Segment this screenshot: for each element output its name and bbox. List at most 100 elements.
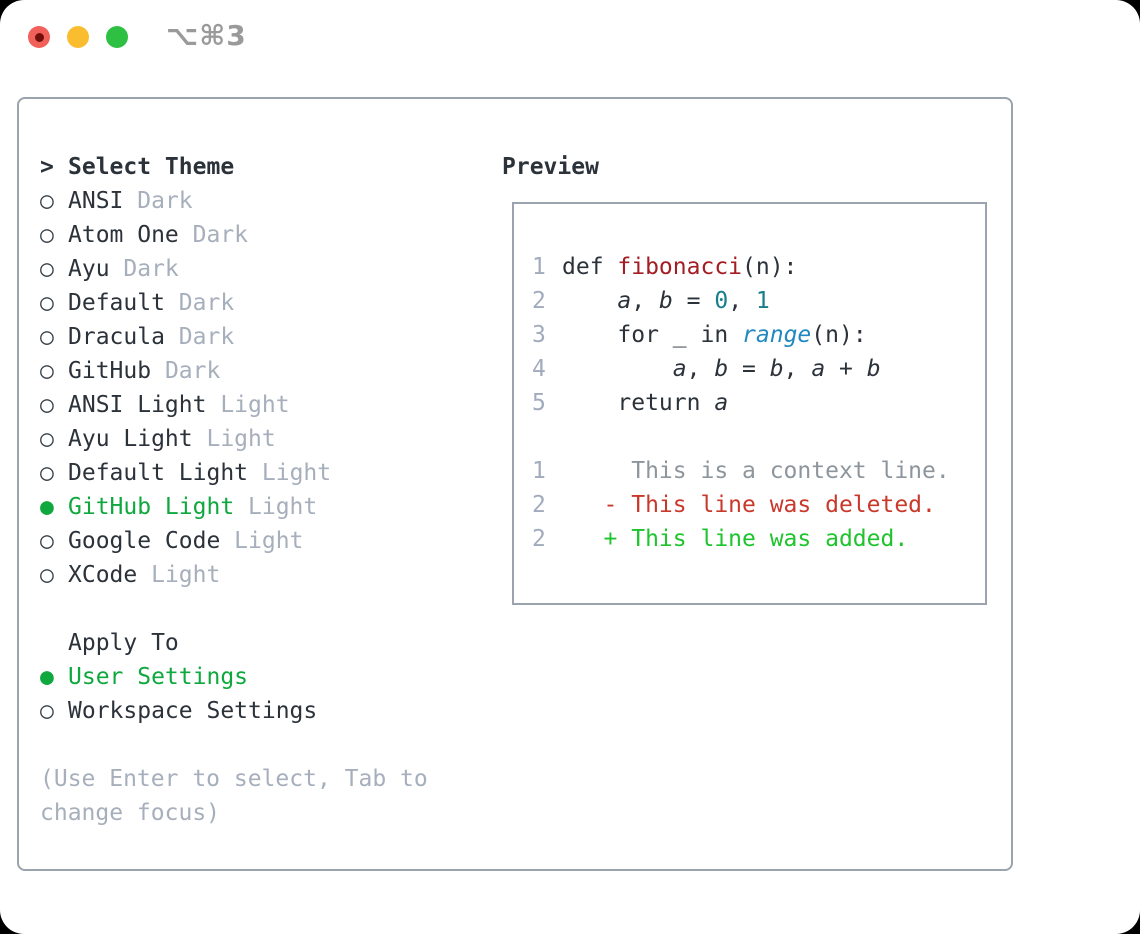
radio-icon: ○	[40, 460, 54, 486]
hint-line-1: (Use Enter to select, Tab to	[40, 766, 428, 792]
code-line: 2 - This line was deleted.	[532, 488, 985, 522]
hint-line-2: change focus)	[40, 800, 221, 826]
code-token: fibonacci	[617, 254, 743, 280]
code-token: a	[617, 288, 632, 314]
code-line	[532, 420, 985, 454]
code-token: ,	[783, 356, 812, 382]
code-token: b	[769, 356, 784, 382]
left-column: >Select Theme ○ANSI Dark○Atom One Dark○A…	[40, 150, 485, 830]
theme-option-label: Default	[68, 290, 179, 316]
radio-selected-icon: ●	[40, 494, 54, 520]
theme-option-ansi-light[interactable]: ○ ANSI Light Light	[40, 388, 485, 422]
theme-variant-badge: Dark	[164, 358, 221, 384]
theme-variant-badge: Dark	[123, 256, 179, 282]
code-token	[562, 322, 617, 348]
code-token: b	[714, 356, 729, 382]
radio-icon: ○	[40, 426, 54, 452]
titlebar[interactable]: ⌥⌘3	[0, 0, 1140, 72]
minimize-icon[interactable]	[67, 26, 89, 48]
theme-option-label: ANSI Light	[68, 392, 221, 418]
code-token: + This line was added.	[562, 526, 909, 552]
radio-icon: ○	[40, 324, 54, 350]
traffic-lights	[28, 26, 128, 48]
apply-option-workspace-settings[interactable]: ○Workspace Settings	[40, 694, 485, 728]
theme-option-default[interactable]: ○ Default Dark	[40, 286, 485, 320]
radio-icon: ○	[40, 392, 54, 418]
line-number: 5	[532, 390, 546, 416]
code-token	[562, 356, 673, 382]
code-token	[562, 390, 617, 416]
apply-to-indent	[40, 626, 68, 660]
radio-icon: ○	[40, 188, 54, 214]
theme-variant-badge: Light	[220, 392, 290, 418]
radio-icon: ○	[40, 290, 54, 316]
theme-option-dracula[interactable]: ○ Dracula Dark	[40, 320, 485, 354]
theme-option-label: XCode	[68, 562, 152, 588]
apply-option-user-settings[interactable]: ●User Settings	[40, 660, 485, 694]
code-line: 4 a, b = b, a + b	[532, 352, 985, 386]
theme-option-xcode[interactable]: ○XCode Light	[40, 558, 485, 592]
close-icon[interactable]	[28, 26, 50, 48]
code-token: b	[866, 356, 881, 382]
radio-icon: ○	[40, 358, 54, 384]
radio-icon: ○	[40, 528, 54, 554]
theme-option-label: Ayu	[68, 256, 124, 282]
radio-icon: ○	[40, 562, 54, 588]
code-token	[562, 288, 617, 314]
theme-option-label: Atom One	[68, 222, 193, 248]
code-token: 1	[755, 288, 770, 314]
theme-list-title-label: Select Theme	[68, 154, 235, 180]
code-line: 1 This is a context line.	[532, 454, 985, 488]
theme-option-label: Ayu Light	[68, 426, 207, 452]
code-token: b	[658, 288, 673, 314]
theme-variant-badge: Dark	[178, 290, 235, 316]
apply-option-label: Workspace Settings	[68, 698, 318, 724]
code-token: +	[825, 356, 867, 382]
theme-option-label: ANSI	[68, 188, 138, 214]
theme-option-label: Google Code	[68, 528, 235, 554]
code-line: 2 a, b = 0, 1	[532, 284, 985, 318]
theme-option-default-light[interactable]: ○ Default Light Light	[40, 456, 485, 490]
code-token: (n):	[742, 254, 798, 280]
keyboard-hint: (Use Enter to select, Tab to change focu…	[40, 762, 485, 830]
theme-option-github-light[interactable]: ●GitHub Light Light	[40, 490, 485, 524]
theme-variant-badge: Dark	[178, 324, 235, 350]
theme-option-label: GitHub	[68, 358, 165, 384]
theme-variant-badge: Light	[206, 426, 276, 452]
theme-variant-badge: Light	[248, 494, 318, 520]
code-token	[700, 390, 714, 416]
prompt-icon: >	[40, 154, 54, 180]
theme-option-atom-one[interactable]: ○ Atom One Dark	[40, 218, 485, 252]
line-number: 3	[532, 322, 546, 348]
code-token: a	[714, 390, 729, 416]
theme-variant-badge: Light	[234, 528, 304, 554]
code-token: range	[742, 322, 812, 348]
theme-option-google-code[interactable]: ○ Google Code Light	[40, 524, 485, 558]
apply-to-list: ●User Settings○Workspace Settings	[40, 660, 485, 728]
theme-variant-badge: Dark	[192, 222, 249, 248]
code-line: 2 + This line was added.	[532, 522, 985, 556]
code-token: (n):	[811, 322, 867, 348]
theme-option-ansi[interactable]: ○ANSI Dark	[40, 184, 485, 218]
line-number: 2	[532, 288, 546, 314]
theme-option-github[interactable]: ○ GitHub Dark	[40, 354, 485, 388]
code-token: =	[672, 288, 715, 314]
code-token: This is a context line.	[562, 458, 950, 484]
code-token: ,	[631, 288, 659, 314]
theme-option-ayu[interactable]: ○Ayu Dark	[40, 252, 485, 286]
apply-to-section: Apply To ●User Settings○Workspace Settin…	[40, 626, 485, 728]
code-token: - This line was deleted.	[562, 492, 936, 518]
theme-variant-badge: Light	[261, 460, 332, 486]
theme-option-label: Dracula	[68, 324, 179, 350]
radio-icon: ○	[40, 222, 54, 248]
code-token: def	[562, 254, 618, 280]
theme-option-label: Default Light	[68, 460, 262, 486]
theme-option-ayu-light[interactable]: ○ Ayu Light Light	[40, 422, 485, 456]
line-number: 1	[532, 458, 546, 484]
line-number: 1	[532, 254, 546, 280]
code-token: ,	[728, 288, 756, 314]
zoom-icon[interactable]	[106, 26, 128, 48]
code-token: =	[728, 356, 770, 382]
